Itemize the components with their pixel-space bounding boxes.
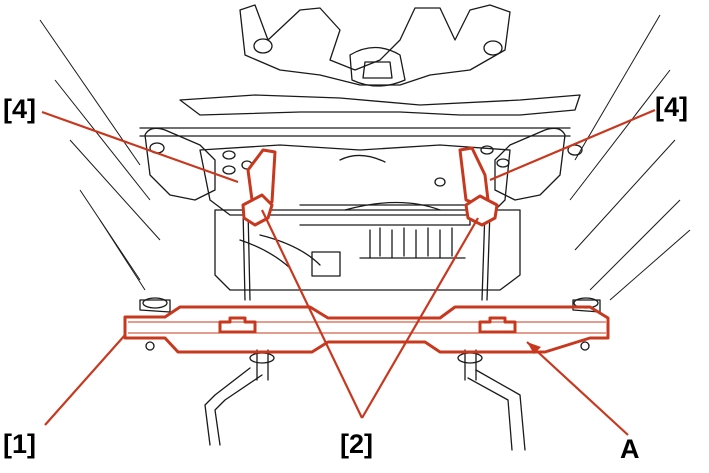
part-1-support-bar bbox=[123, 305, 610, 354]
leader-label-a bbox=[526, 341, 629, 436]
part-a-slots bbox=[218, 316, 517, 334]
callout-label-1: [1] bbox=[3, 429, 36, 459]
leader-label-a-arrowhead bbox=[527, 342, 541, 354]
leader-label-4-right bbox=[489, 108, 656, 182]
leader-lines bbox=[41, 108, 656, 436]
leader-label-1 bbox=[44, 334, 126, 426]
callout-label-4-right: [4] bbox=[655, 92, 688, 122]
undercarriage-line-art bbox=[139, 4, 601, 451]
leader-label-4-left bbox=[41, 110, 239, 184]
leader-label-2-left bbox=[261, 209, 363, 419]
callout-label-2: [2] bbox=[340, 429, 373, 459]
part-2-right-clip bbox=[458, 146, 499, 227]
callout-label-a: A bbox=[620, 434, 640, 464]
callout-label-4-left: [4] bbox=[3, 94, 36, 124]
perspective-lines bbox=[39, 14, 691, 301]
leader-label-2-right bbox=[361, 217, 479, 419]
